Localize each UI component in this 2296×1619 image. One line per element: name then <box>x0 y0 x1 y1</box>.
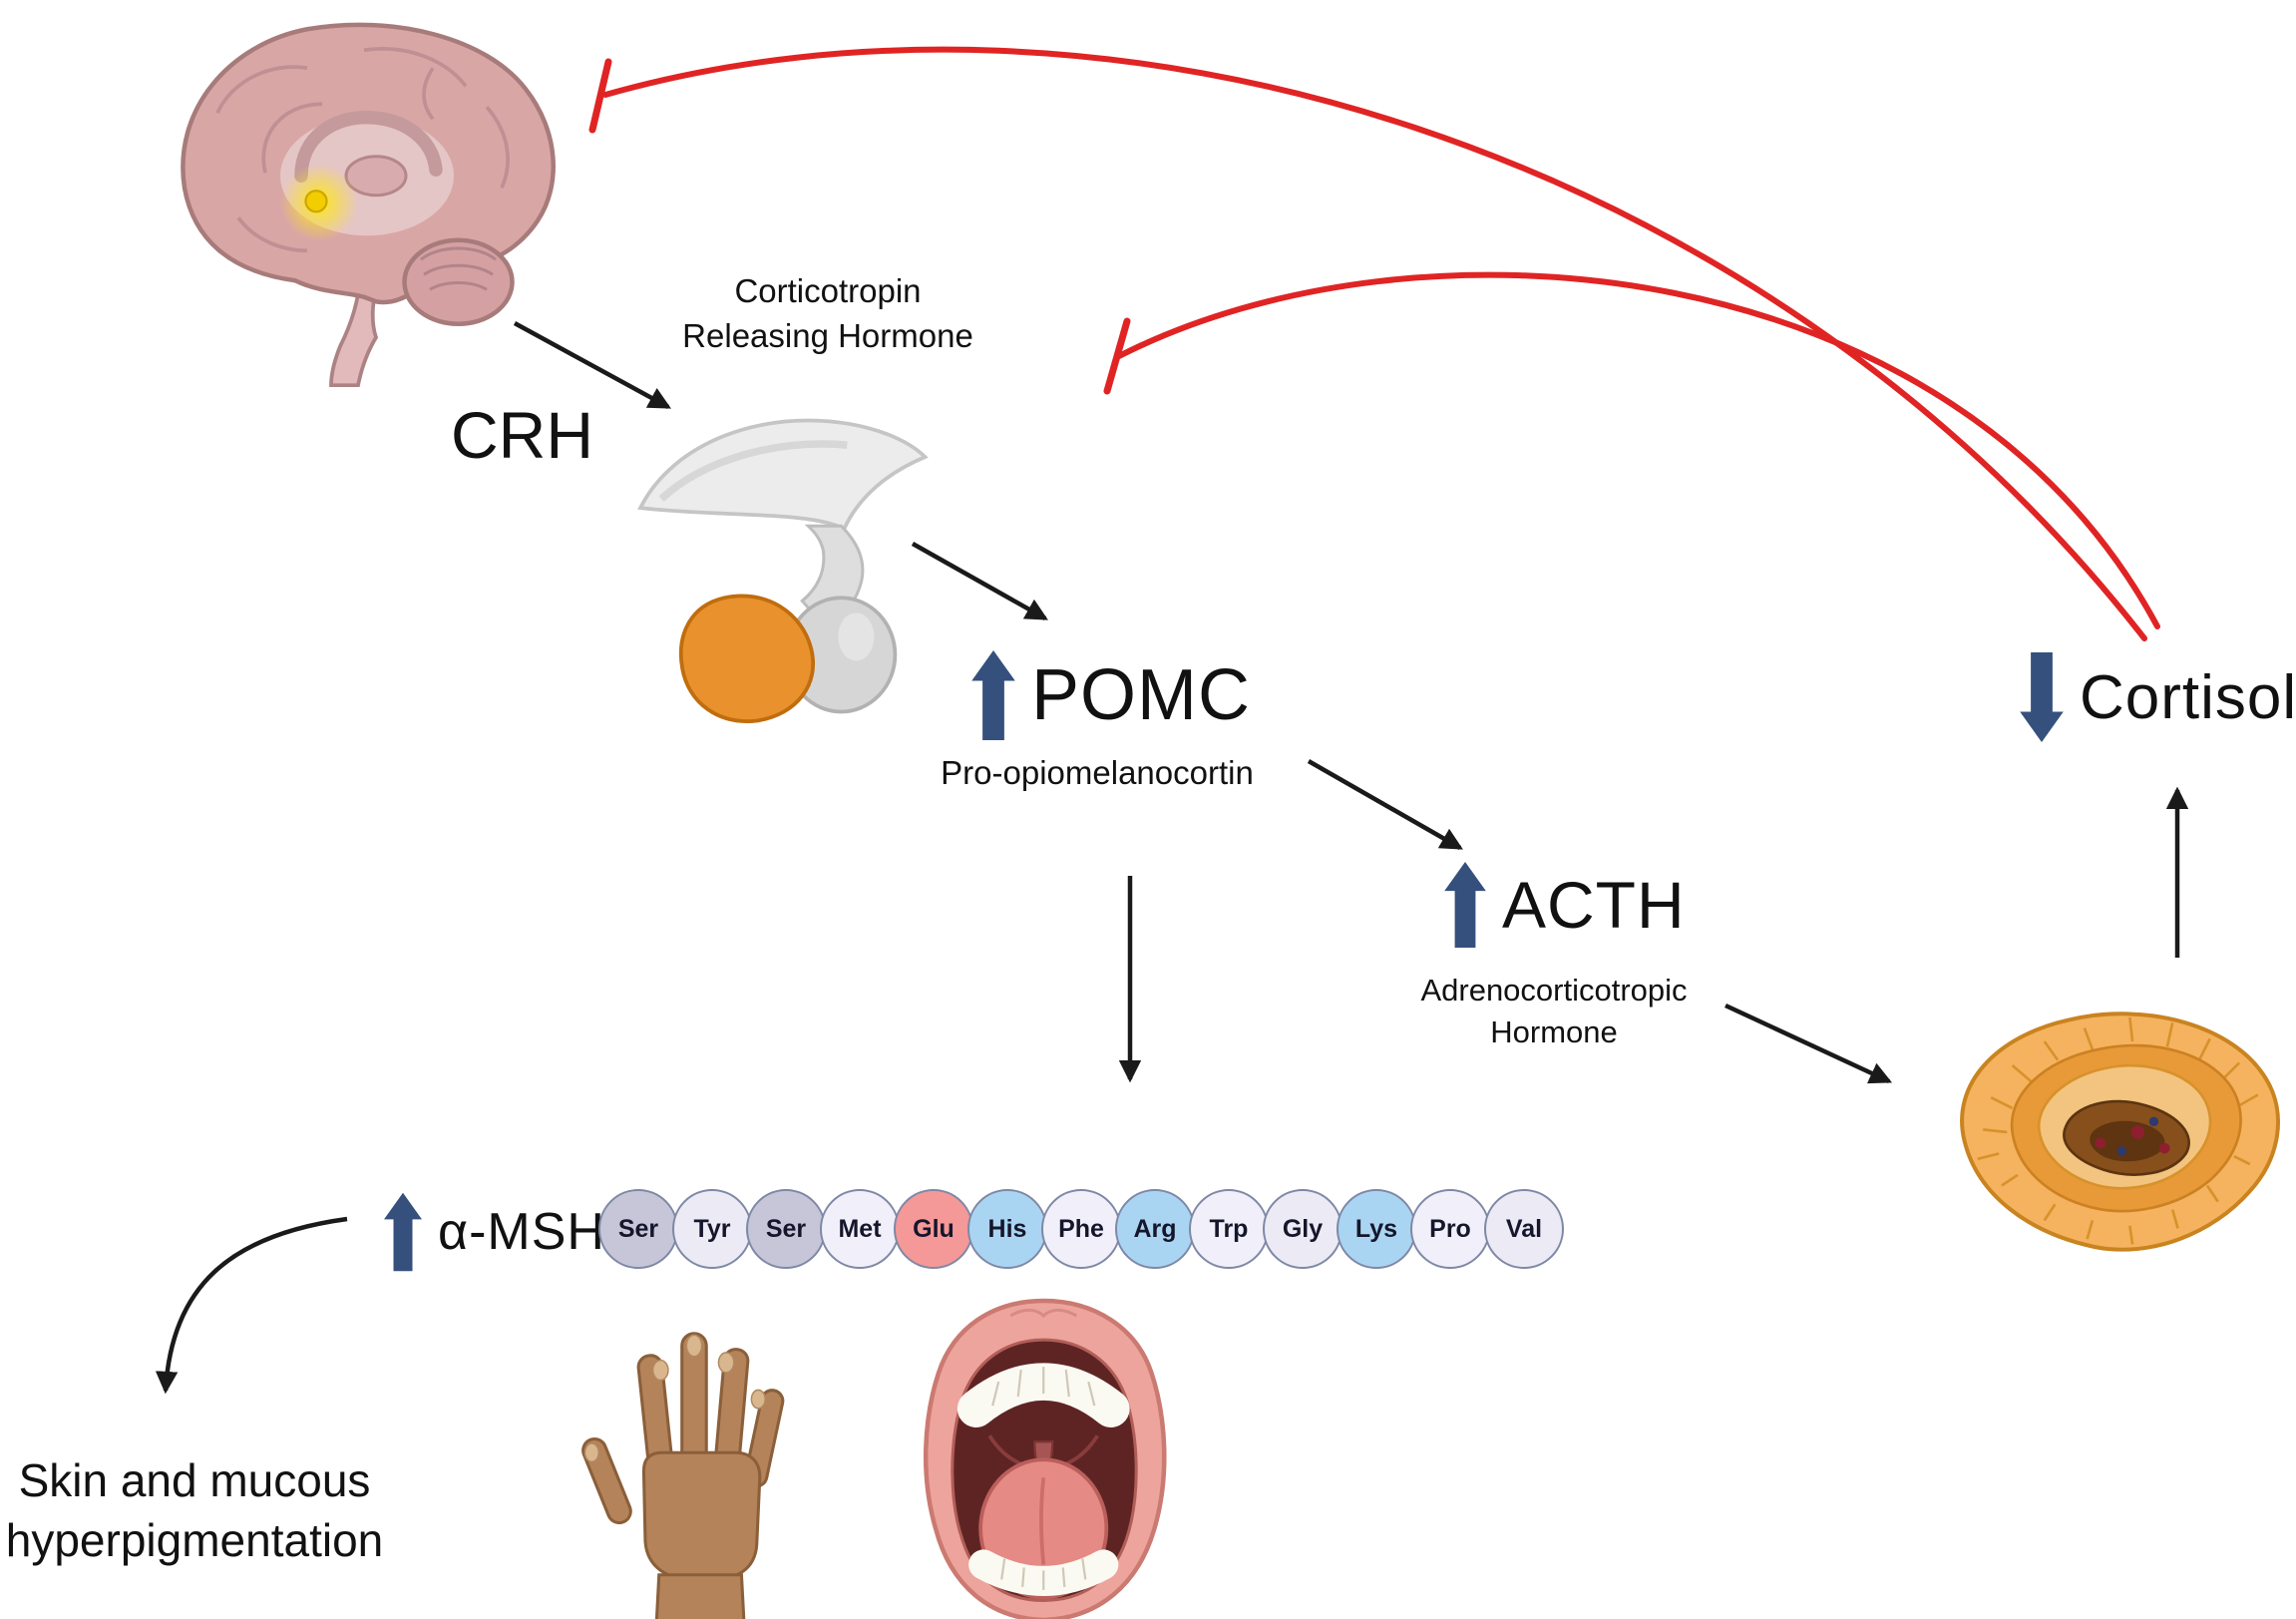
infundibulum <box>637 418 929 532</box>
tongue-groove <box>1039 1477 1046 1565</box>
wrist <box>654 1573 746 1619</box>
residue-circle: Pro <box>1410 1189 1490 1269</box>
inhibition-cortisol-to-pituitary <box>1116 271 2160 629</box>
acth-abbr: ACTH <box>1502 868 1686 942</box>
crh-abbr: CRH <box>451 398 593 472</box>
residue-circle: Ser <box>746 1189 826 1269</box>
palm <box>641 1450 762 1583</box>
highlight <box>838 612 875 661</box>
gyrus-line <box>261 102 323 174</box>
hand-illustration <box>581 1332 785 1619</box>
crh-full-line2: Releasing Hormone <box>682 316 973 354</box>
adrenal-gland-illustration <box>1960 1012 2280 1252</box>
amsh-level: α-MSH <box>384 1191 605 1273</box>
acth-level: ACTH <box>1444 862 1686 948</box>
cortisol-level: Cortisol <box>2020 652 2296 742</box>
residue-circle: Tyr <box>672 1189 752 1269</box>
acth-full-line2: Hormone <box>1490 1013 1618 1049</box>
upper-teeth-separators <box>991 1367 1096 1407</box>
brain-illustration <box>181 22 556 387</box>
gyrus-line <box>422 67 435 121</box>
up-arrow-icon <box>384 1192 422 1272</box>
gyrus-line <box>236 216 308 253</box>
fingernails <box>583 1334 766 1463</box>
residue-label: Arg <box>1133 1214 1177 1243</box>
pomc-full-name: Pro-opiomelanocortin <box>941 754 1254 791</box>
outcome-line1: Skin and mucous <box>18 1454 371 1506</box>
cerebellum-fold <box>420 246 497 261</box>
inhibition-tbar-pituitary <box>1103 317 1131 395</box>
medulla-dots <box>2095 1116 2170 1156</box>
adrenal-medulla-core <box>2090 1120 2165 1162</box>
residue-label: Glu <box>913 1214 955 1243</box>
residue-label: Lys <box>1354 1214 1398 1243</box>
residue-label: Tyr <box>693 1214 731 1243</box>
amino-acid-chain: Ser Tyr Ser Met Glu His Phe Arg Trp Gly … <box>598 1189 1564 1269</box>
gyrus-line <box>363 47 468 88</box>
residue-label: Phe <box>1058 1214 1104 1243</box>
cerebellum-fold <box>429 281 488 291</box>
residue-circle: Ser <box>598 1189 678 1269</box>
arrow-pomc-to-acth <box>1307 759 1463 850</box>
outcome-line2: hyperpigmentation <box>5 1513 384 1566</box>
down-arrow-icon <box>2020 652 2064 742</box>
arrow-acth-to-adrenal <box>1724 1003 1893 1084</box>
gyrus-line <box>215 65 308 115</box>
crh-full-name: Corticotropin Releasing Hormone <box>682 269 973 358</box>
inhibition-tbar-brain <box>588 58 612 134</box>
mouth-illustration <box>923 1298 1167 1619</box>
residue-circle: His <box>967 1189 1047 1269</box>
arrow-amsh-to-skin <box>155 1216 348 1395</box>
residue-circle: Trp <box>1189 1189 1269 1269</box>
residue-circle: Gly <box>1263 1189 1342 1269</box>
cortex-texture <box>1977 1016 2259 1245</box>
residue-circle: Arg <box>1115 1189 1195 1269</box>
residue-label: Pro <box>1429 1214 1471 1243</box>
pomc-abbr: POMC <box>1031 655 1251 735</box>
residue-label: Gly <box>1282 1214 1324 1243</box>
cerebellum-fold <box>423 263 494 276</box>
outcome-text: Skin and mucous hyperpigmentation <box>6 1451 383 1571</box>
gyrus-line <box>485 106 510 190</box>
residue-circle: Val <box>1484 1189 1564 1269</box>
anterior-pituitary <box>678 594 815 723</box>
up-arrow-icon <box>1444 862 1486 948</box>
brainstem <box>329 272 382 387</box>
crh-full-line1: Corticotropin <box>734 272 922 309</box>
cupid-bow <box>1009 1308 1078 1319</box>
residue-label: Ser <box>617 1214 659 1243</box>
residue-label: His <box>987 1214 1027 1243</box>
pituitary-illustration <box>637 418 929 723</box>
cortisol-label: Cortisol <box>2080 662 2296 732</box>
amsh-label: α-MSH <box>438 1203 605 1261</box>
residue-label: Ser <box>765 1214 807 1243</box>
lower-teeth-separators <box>1000 1558 1087 1590</box>
residue-label: Val <box>1505 1214 1543 1243</box>
residue-circle: Met <box>820 1189 900 1269</box>
acth-full-name: Adrenocorticotropic Hormone <box>1420 970 1687 1053</box>
hypothalamus-highlight <box>304 190 328 213</box>
up-arrow-icon <box>971 650 1015 740</box>
residue-circle: Lys <box>1337 1189 1416 1269</box>
residue-circle: Phe <box>1041 1189 1121 1269</box>
pomc-level: POMC <box>971 650 1251 740</box>
residue-circle: Glu <box>894 1189 973 1269</box>
residue-label: Met <box>838 1214 882 1243</box>
corpus-callosum <box>294 110 443 183</box>
acth-full-line1: Adrenocorticotropic <box>1420 973 1688 1008</box>
residue-label: Trp <box>1209 1214 1249 1243</box>
